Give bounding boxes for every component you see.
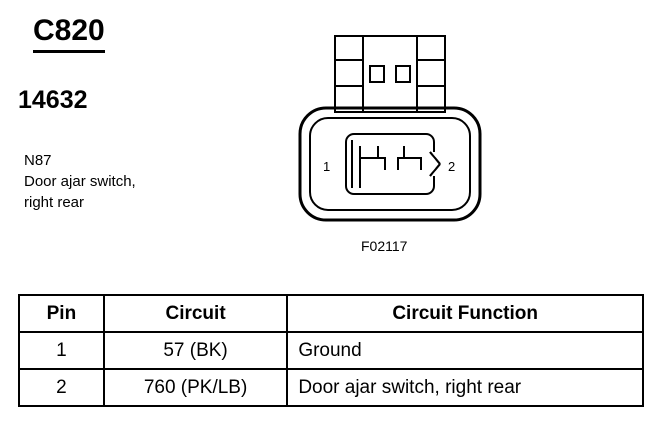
pin-2-label: 2 (448, 159, 455, 174)
latch-housing (334, 35, 446, 113)
pin-1-label: 1 (323, 159, 330, 174)
connector-description: N87 Door ajar switch, right rear (24, 150, 136, 213)
cell-function: Ground (286, 331, 644, 370)
terminal-2 (397, 157, 422, 170)
table-header-row: Pin Circuit Circuit Function (18, 294, 644, 333)
header-circuit: Circuit (102, 294, 289, 333)
table-row: 2 760 (PK/LB) Door ajar switch, right re… (18, 368, 644, 407)
cell-circuit: 57 (BK) (102, 331, 289, 370)
cell-pin: 1 (18, 331, 105, 370)
description-line-1: Door ajar switch, (24, 173, 136, 190)
cell-function: Door ajar switch, right rear (286, 368, 644, 407)
cell-pin: 2 (18, 368, 105, 407)
connector-face-diagram: 1 2 (298, 35, 482, 222)
location-code: N87 (24, 152, 52, 169)
figure-code: F02117 (361, 238, 408, 254)
table-row: 1 57 (BK) Ground (18, 331, 644, 370)
description-line-2: right rear (24, 194, 85, 211)
pin-circuit-table: Pin Circuit Circuit Function 1 57 (BK) G… (18, 294, 644, 407)
terminal-1 (359, 157, 386, 188)
latch-tab-right (395, 65, 411, 83)
cell-circuit: 760 (PK/LB) (102, 368, 289, 407)
connector-id: C820 (33, 14, 105, 53)
header-circuit-function: Circuit Function (286, 294, 644, 333)
part-number: 14632 (18, 86, 88, 114)
connector-outer-shell (298, 106, 482, 222)
latch-tab-left (369, 65, 385, 83)
header-pin: Pin (18, 294, 105, 333)
